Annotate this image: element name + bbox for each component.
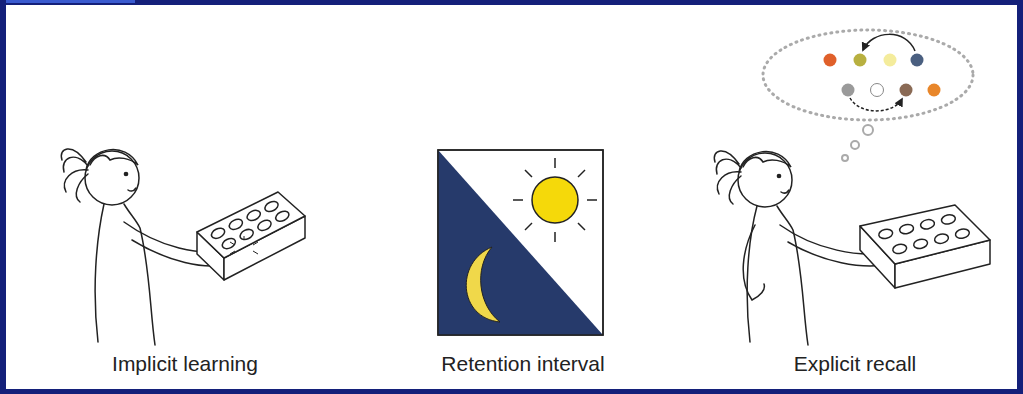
frame-bar — [0, 0, 1023, 5]
panel-caption: Retention interval — [441, 352, 604, 376]
panel-caption: Implicit learning — [112, 352, 258, 376]
girl-figure — [714, 151, 904, 345]
thought-bubble — [763, 30, 973, 161]
frame-bottom — [0, 389, 1023, 394]
day-night-icon — [438, 150, 603, 335]
frame-accent — [0, 0, 135, 3]
panel-caption: Explicit recall — [794, 352, 917, 376]
frame-left — [0, 0, 6, 394]
frame-right — [1017, 0, 1023, 394]
